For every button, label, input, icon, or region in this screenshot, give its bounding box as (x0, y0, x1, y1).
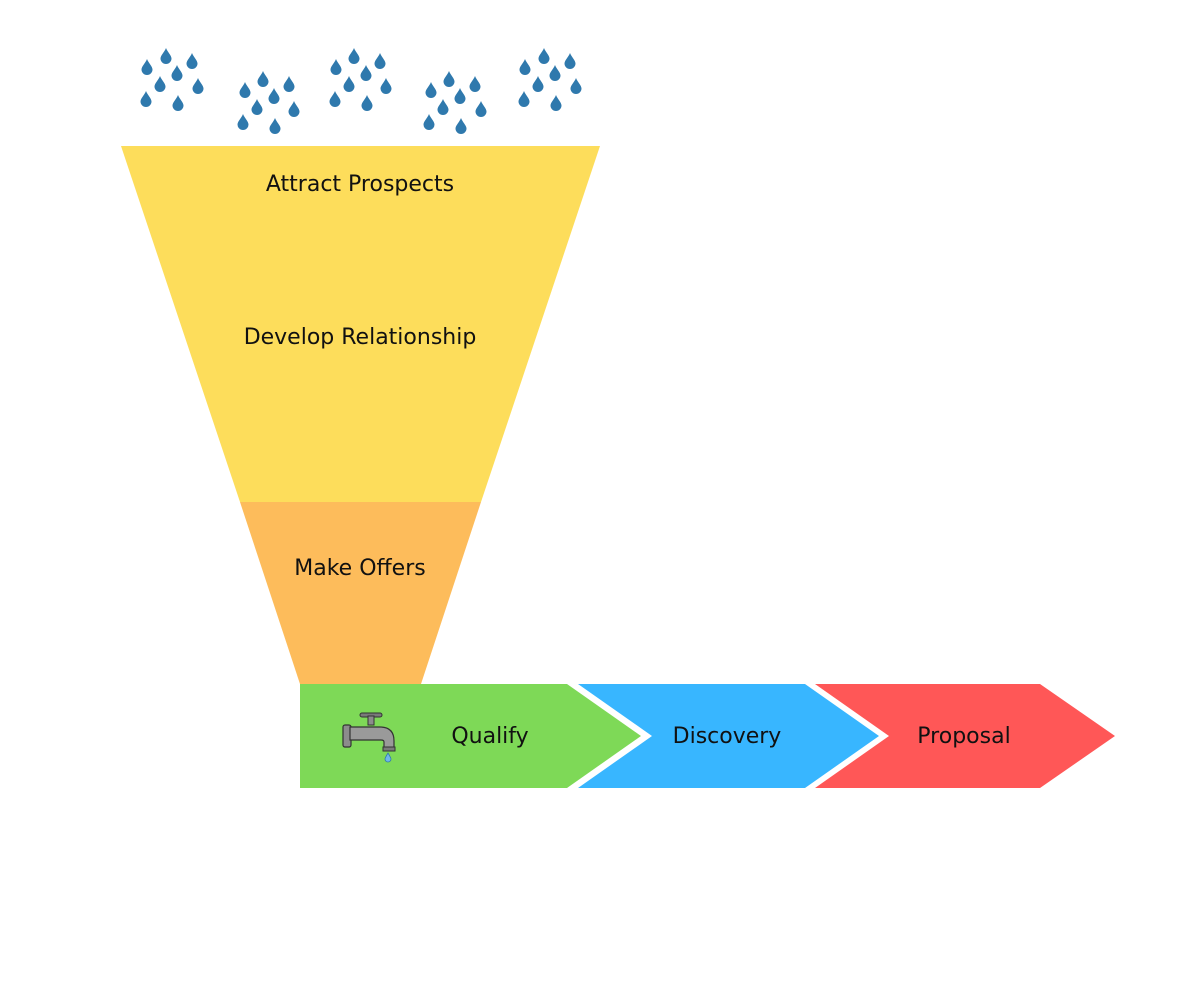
raindrop-icon (343, 76, 355, 92)
raindrop-cluster-icon (140, 48, 204, 111)
raindrop-icon (570, 78, 582, 95)
raindrop-icon (455, 118, 467, 135)
raindrop-icon (443, 71, 455, 87)
raindrop-icon (564, 53, 576, 69)
pipeline-step-discovery (578, 684, 879, 788)
funnel-top-section (121, 146, 600, 502)
raindrop-icon (140, 91, 152, 107)
raindrop-icon (251, 99, 263, 116)
raindrop-icon (160, 48, 172, 64)
rain-drops (140, 48, 582, 135)
raindrop-icon (172, 95, 184, 111)
raindrop-icon (141, 59, 153, 75)
raindrop-icon (237, 114, 249, 130)
raindrop-icon (550, 95, 562, 111)
raindrop-icon (538, 48, 550, 64)
raindrop-icon (348, 48, 360, 64)
raindrop-cluster-icon (423, 71, 487, 135)
raindrop-icon (186, 53, 198, 69)
raindrop-icon (154, 76, 166, 92)
raindrop-icon (257, 71, 269, 87)
raindrop-icon (330, 59, 342, 75)
raindrop-icon (532, 76, 544, 92)
raindrop-icon (239, 82, 251, 98)
raindrop-cluster-icon (237, 71, 300, 135)
raindrop-icon (423, 114, 435, 130)
raindrop-cluster-icon (518, 48, 582, 111)
raindrop-icon (269, 118, 281, 135)
stage-label-make-offers: Make Offers (294, 556, 425, 581)
stage-label-attract-prospects: Attract Prospects (266, 172, 454, 197)
step-label-qualify: Qualify (451, 724, 528, 749)
raindrop-icon (549, 65, 561, 81)
pipeline-step-proposal (815, 684, 1115, 788)
raindrop-icon (360, 65, 372, 81)
raindrop-icon (437, 99, 449, 116)
stage-label-develop-relationship: Develop Relationship (244, 325, 477, 350)
raindrop-icon (171, 65, 183, 81)
raindrop-icon (283, 76, 295, 92)
raindrop-icon (469, 76, 481, 92)
raindrop-icon (475, 101, 487, 117)
raindrop-icon (288, 101, 300, 117)
step-label-proposal: Proposal (917, 724, 1010, 749)
raindrop-icon (519, 59, 531, 75)
raindrop-icon (361, 95, 373, 111)
raindrop-icon (380, 78, 392, 95)
raindrop-icon (374, 53, 386, 69)
step-label-discovery: Discovery (673, 724, 782, 749)
raindrop-icon (329, 91, 341, 107)
raindrop-cluster-icon (329, 48, 392, 111)
raindrop-icon (268, 88, 280, 105)
pipeline-step-qualify (300, 684, 641, 788)
funnel-bottom-section (240, 502, 481, 684)
raindrop-icon (454, 88, 466, 105)
raindrop-icon (518, 91, 530, 107)
raindrop-icon (425, 82, 437, 98)
faucet-icon (342, 712, 396, 763)
raindrop-icon (192, 78, 204, 95)
